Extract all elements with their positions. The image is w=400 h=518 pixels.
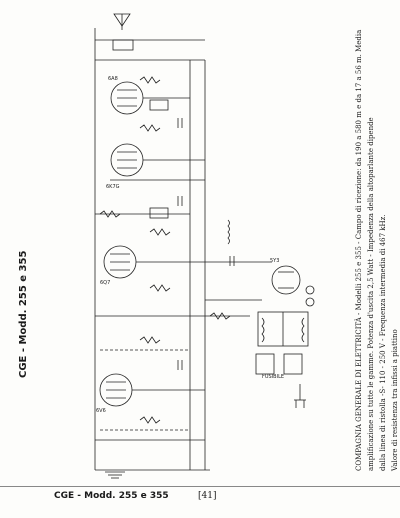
svg-text:6V6: 6V6 [96,408,106,414]
page-footer: CGE - Modd. 255 e 355 [41] [0,486,400,505]
svg-text:6K7G: 6K7G [106,184,120,190]
power-transformer [257,311,309,347]
component-labels: 6A8 6K7G 6Q7 6V6 5Y3 FUSIBILE [96,76,284,414]
footer-model: CGE - Modd. 255 e 355 [54,491,169,501]
antenna-symbol [113,13,131,30]
svg-text:6Q7: 6Q7 [100,280,110,286]
tube-5-rectifier [271,265,301,295]
circuit-diagram: 6A8 6K7G 6Q7 6V6 5Y3 FUSIBILE [94,13,315,479]
caption-line-3: dalla linea di ristolla -S- 110 - 250 V … [379,214,387,471]
svg-text:6A8: 6A8 [108,76,118,82]
caption-line-1: COMPAGNIA GENERALE DI ELETTRICITÀ - Mode… [355,29,363,471]
schematic-caption: COMPAGNIA GENERALE DI ELETTRICITÀ - Mode… [316,29,399,471]
caption-line-2: amplificazione su tutte le gamme. Potenz… [367,117,375,471]
svg-text:FUSIBILE: FUSIBILE [262,374,284,380]
caption-line-4: Valore di resistenza tra infissi a piatt… [391,329,399,471]
page-number: [41] [198,491,217,501]
svg-text:5Y3: 5Y3 [270,258,279,264]
mains-plug [294,384,306,408]
